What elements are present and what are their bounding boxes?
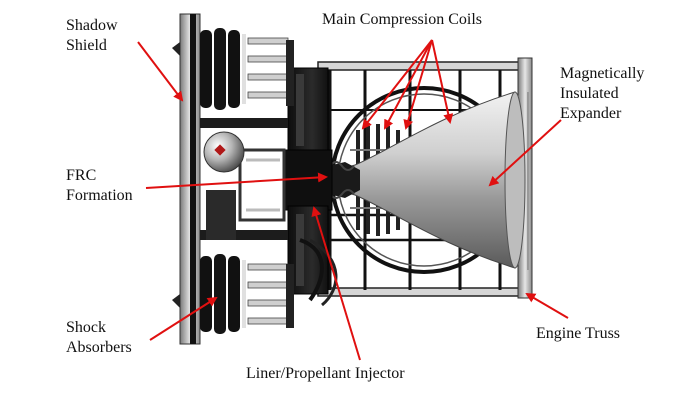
label-shock-absorbers-line1: Shock — [66, 319, 106, 336]
arrow-coil-4 — [431, 39, 454, 124]
label-shock-absorbers: Shock Absorbers — [66, 318, 132, 358]
label-liner-propellant-injector-text: Liner/Propellant Injector — [246, 365, 405, 382]
arrow-expander — [488, 119, 562, 187]
label-frc-formation-line1: FRC — [66, 167, 97, 184]
label-expander-line1: Magnetically — [560, 65, 645, 82]
shadow-shield — [172, 13, 201, 345]
frc-formation-assembly — [200, 118, 288, 240]
arrow-shadow-shield — [137, 41, 184, 102]
upper-coil-stack — [200, 28, 294, 110]
label-expander-line2: Insulated — [560, 85, 619, 102]
lower-coil-stack — [200, 254, 294, 334]
label-shadow-shield-line1: Shadow — [66, 17, 118, 34]
arrow-coil-2 — [384, 39, 433, 130]
arrow-coil-1 — [361, 39, 433, 130]
label-main-compression-coils: Main Compression Coils — [322, 10, 482, 30]
label-frc-formation: FRC Formation — [66, 166, 133, 206]
label-shadow-shield: Shadow Shield — [66, 16, 118, 56]
callout-arrows — [137, 39, 569, 361]
label-shock-absorbers-line2: Absorbers — [66, 339, 132, 356]
label-main-compression-coils-text: Main Compression Coils — [322, 11, 483, 28]
arrow-frc-formation — [145, 172, 328, 189]
label-frc-formation-line2: Formation — [66, 187, 133, 204]
arrow-engine-truss — [525, 292, 569, 319]
label-expander-line3: Expander — [560, 105, 622, 122]
label-engine-truss-text: Engine Truss — [536, 325, 621, 342]
label-liner-propellant-injector: Liner/Propellant Injector — [246, 364, 405, 384]
arrow-liner-injector — [311, 206, 361, 361]
arrow-shock-absorbers — [149, 296, 218, 341]
label-magnetically-insulated-expander: Magnetically Insulated Expander — [560, 64, 644, 124]
label-shadow-shield-line2: Shield — [66, 37, 107, 54]
arrow-coil-3 — [403, 39, 433, 130]
label-engine-truss: Engine Truss — [536, 324, 620, 344]
